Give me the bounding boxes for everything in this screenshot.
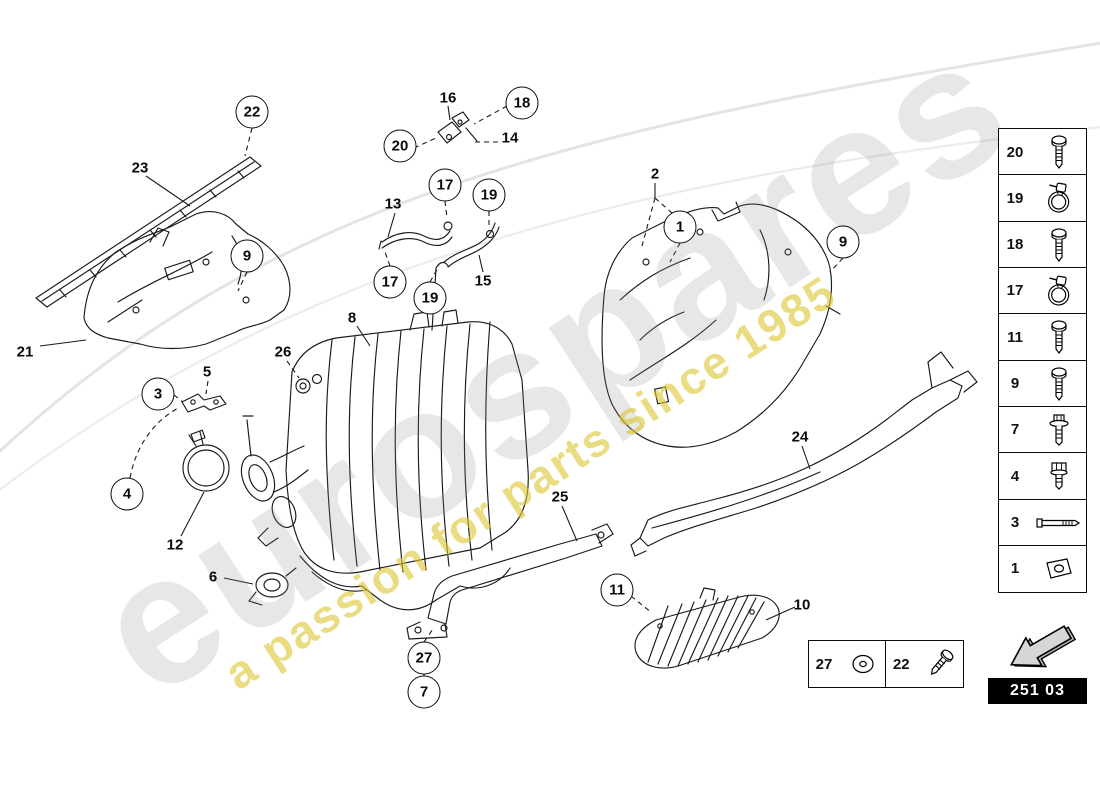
fastener-number: 4	[1010, 467, 1020, 485]
callout-15: 15	[474, 272, 492, 290]
callout-17: 17	[428, 168, 462, 202]
callout-16: 16	[439, 89, 457, 107]
fastener-row-19[interactable]: 19	[998, 174, 1087, 223]
callout-5: 5	[202, 363, 212, 381]
angled-screw-icon	[916, 646, 963, 682]
callout-1: 1	[663, 210, 697, 244]
screw-icon	[1031, 366, 1086, 402]
callout-20: 20	[383, 129, 417, 163]
screw-icon	[1031, 227, 1086, 263]
callout-22: 22	[235, 95, 269, 129]
fastener-row-20[interactable]: 20	[998, 128, 1087, 176]
fastener-number: 7	[1010, 421, 1020, 439]
fastener-row-11[interactable]: 11	[998, 313, 1087, 362]
fastener-sidebar: 20 19 18 17 11 9 7 4 3 1	[998, 128, 1087, 593]
callout-8: 8	[347, 309, 357, 327]
fastener-number: 18	[1006, 236, 1024, 254]
screw-icon	[1031, 134, 1086, 170]
washer-icon	[839, 651, 886, 677]
stud-icon	[1031, 515, 1086, 531]
fastener-number: 19	[1006, 189, 1024, 207]
fastener-number: 1	[1010, 560, 1020, 578]
legend-cell-27[interactable]: 27	[808, 640, 887, 688]
callout-13: 13	[384, 195, 402, 213]
callout-19: 19	[472, 178, 506, 212]
callout-9: 9	[826, 225, 860, 259]
fastener-number: 3	[1010, 514, 1020, 531]
callout-4: 4	[110, 477, 144, 511]
fastener-row-7[interactable]: 7	[998, 405, 1087, 454]
callout-2: 2	[650, 165, 660, 183]
callout-10: 10	[793, 596, 811, 614]
fastener-number: 20	[1006, 143, 1024, 161]
fastener-number: 11	[1007, 328, 1023, 346]
fastener-row-9[interactable]: 9	[998, 359, 1087, 408]
fastener-row-3[interactable]: 3	[998, 498, 1087, 547]
hex-bolt-icon	[1031, 461, 1086, 491]
callout-7: 7	[407, 675, 441, 709]
callout-24: 24	[791, 428, 809, 446]
callout-26: 26	[274, 343, 292, 361]
screw-icon	[1031, 319, 1086, 355]
callout-11: 11	[600, 573, 634, 607]
legend-cell-22[interactable]: 22	[885, 640, 965, 688]
clamp-icon	[1031, 274, 1086, 308]
legend-number: 22	[892, 655, 910, 673]
fastener-number: 9	[1010, 375, 1020, 393]
fastener-row-1[interactable]: 1	[998, 544, 1087, 593]
callout-12: 12	[166, 536, 184, 554]
callout-18: 18	[505, 86, 539, 120]
fastener-number: 17	[1006, 282, 1024, 300]
callout-3: 3	[141, 377, 175, 411]
fastener-row-18[interactable]: 18	[998, 220, 1087, 269]
legend-number: 27	[815, 655, 833, 673]
part-code-box: 251 03	[988, 618, 1087, 704]
callout-23: 23	[131, 159, 149, 177]
direction-arrow-icon	[988, 618, 1087, 676]
callout-25: 25	[551, 488, 569, 506]
callout-19: 19	[413, 281, 447, 315]
plate-nut-icon	[1031, 555, 1086, 583]
hardware-legend: 27 22	[808, 640, 965, 688]
fastener-row-4[interactable]: 4	[998, 452, 1087, 501]
callout-27: 27	[407, 641, 441, 675]
callout-17: 17	[373, 265, 407, 299]
fastener-row-17[interactable]: 17	[998, 266, 1087, 315]
clamp-icon	[1031, 181, 1086, 215]
callout-21: 21	[16, 343, 34, 361]
callout-9: 9	[230, 239, 264, 273]
flange-bolt-icon	[1031, 413, 1086, 447]
part-code: 251 03	[988, 678, 1087, 704]
callout-14: 14	[501, 129, 519, 147]
callout-6: 6	[208, 568, 218, 586]
